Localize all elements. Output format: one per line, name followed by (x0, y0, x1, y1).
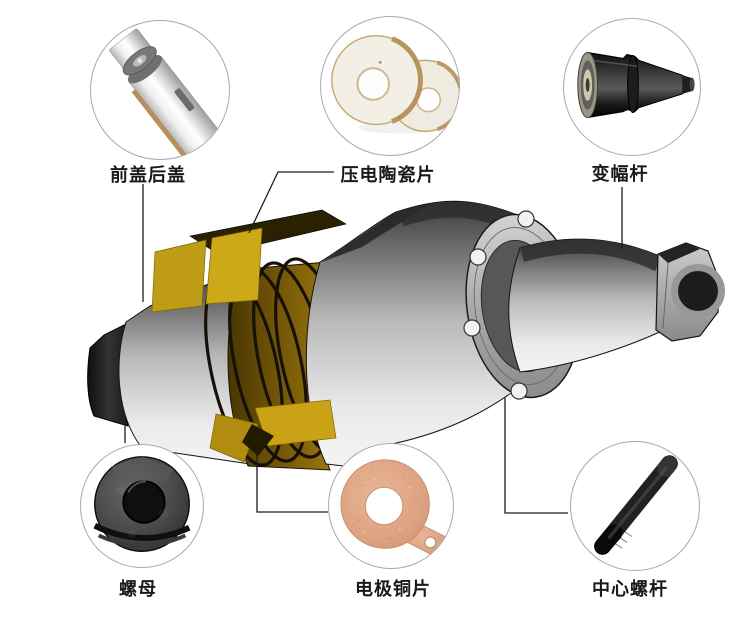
callout-piezo-ceramic-disc (320, 16, 460, 156)
top-electrode-tab (151, 209, 347, 313)
horn-cone (508, 238, 663, 373)
callout-nut (80, 444, 204, 568)
leader-electrode-copper (256, 455, 328, 513)
callout-electrode-copper-sheet (328, 443, 454, 569)
leader-piezo-ceramic (248, 171, 334, 234)
label-piezo-ceramic-disc: 压电陶瓷片 (340, 165, 436, 186)
label-front-rear-cover: 前盖后盖 (110, 165, 186, 186)
booster-horn-photo (577, 51, 695, 119)
bottom-electrode-tab (209, 399, 337, 463)
label-center-screw: 中心螺杆 (592, 579, 668, 600)
leader-center-screw (504, 397, 568, 514)
center-screw-photo (594, 455, 678, 555)
electrode-copper-sheet-photo (340, 459, 446, 557)
label-booster-horn: 变幅杆 (591, 164, 649, 185)
leader-lines (124, 171, 623, 514)
hex-tip (655, 242, 725, 342)
label-nut: 螺母 (119, 579, 157, 600)
piezo-ceramic-disc-photo (331, 34, 459, 134)
callout-front-rear-cover (90, 20, 230, 160)
front-rear-cover-photo (109, 28, 223, 159)
ceramic-disc-front (331, 34, 423, 126)
label-electrode-copper-sheet: 电极铜片 (355, 579, 431, 600)
callout-center-screw (570, 441, 700, 571)
nut-photo (93, 456, 191, 552)
callout-booster-horn (563, 18, 701, 156)
flange-notches (463, 210, 535, 400)
